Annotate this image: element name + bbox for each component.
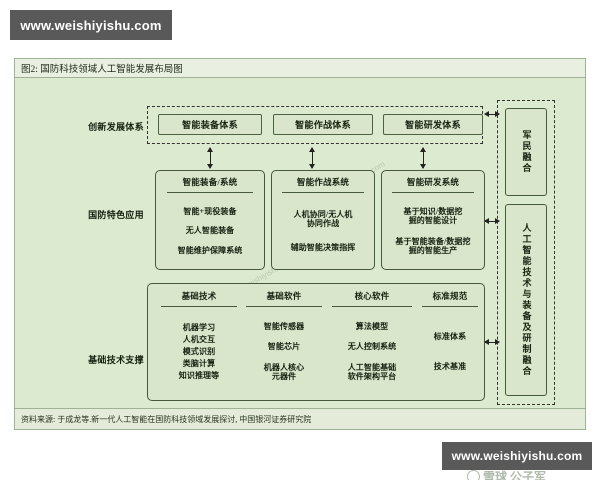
middle-card-0-item-1: 无人智能装备 (185, 226, 235, 236)
watermark-bar-bottom: www.weishiyishu.com (442, 442, 592, 470)
right-box-0[interactable]: 军民融合 (505, 108, 547, 196)
bottom-col-0-item-1: 人机交互 (182, 334, 216, 344)
bottom-col-0-item-4: 知识推理等 (178, 371, 220, 381)
middle-card-1-item-0: 人机协同/无人机协同作战 (293, 210, 353, 229)
divider (392, 192, 474, 193)
middle-card-1-title: 智能作战系统 (296, 177, 350, 187)
bottom-col-0[interactable]: 基础技术 机器学习 人机交互 模式识别 类脑计算 知识推理等 (158, 290, 240, 396)
bottom-col-0-item-0: 机器学习 (182, 322, 216, 332)
row-label-base: 基础技术支撑 (88, 355, 144, 365)
middle-card-0-item-2: 智能维护保障系统 (177, 246, 243, 256)
divider (161, 306, 237, 307)
bottom-col-1-item-0: 智能传感器 (263, 321, 305, 331)
bottom-col-2[interactable]: 核心软件 算法模型 无人控制系统 人工智能基础软件架构平台 (328, 290, 416, 396)
bottom-col-3-item-0: 标准体系 (433, 331, 467, 341)
arrow-left-right-middle (484, 218, 500, 224)
top-box-0[interactable]: 智能装备体系 (158, 114, 262, 135)
top-box-2-label: 智能研发体系 (405, 120, 461, 130)
figure-body: www.weishiyishu.com www.weishiyishu.com … (15, 78, 585, 480)
row-label-innovation: 创新发展体系 (88, 122, 144, 132)
divider (422, 306, 478, 307)
base-technology-group: 基础技术 机器学习 人机交互 模式识别 类脑计算 知识推理等 基础软件 智能传感… (147, 283, 485, 401)
bottom-col-0-item-3: 类脑计算 (182, 359, 216, 369)
arrow-up-down-2 (420, 147, 426, 169)
top-box-1[interactable]: 智能作战体系 (273, 114, 373, 135)
row-label-defense: 国防特色应用 (88, 210, 144, 220)
top-box-0-label: 智能装备体系 (182, 120, 238, 130)
middle-card-1-item-1: 辅助智能决策指挥 (290, 242, 356, 252)
divider (282, 192, 364, 193)
watermark-bar-top: www.weishiyishu.com (10, 10, 172, 40)
divider (331, 306, 413, 307)
figure-container: 图2: 国防科技领域人工智能发展布局图 www.weishiyishu.com … (14, 58, 586, 480)
circle-logo-icon (467, 470, 480, 480)
top-box-2[interactable]: 智能研发体系 (383, 114, 483, 135)
bottom-col-1-item-1: 智能芯片 (267, 342, 301, 352)
bottom-col-1[interactable]: 基础软件 智能传感器 智能芯片 机器人核心元器件 (243, 290, 325, 396)
figure-source: 资料来源: 于成龙等.新一代人工智能在国防科技领域发展探讨, 中国银河证券研究院 (15, 408, 585, 429)
middle-card-2-item-1: 基于智能装备/数据挖掘的智能生产 (395, 236, 471, 255)
bottom-col-0-title: 基础技术 (181, 291, 217, 301)
bottom-col-1-item-2: 机器人核心元器件 (263, 363, 305, 382)
divider (166, 192, 254, 193)
middle-card-0[interactable]: 智能装备/系统 智能+现役装备 无人智能装备 智能维护保障系统 (155, 170, 265, 270)
right-box-0-label: 军民融合 (521, 130, 532, 174)
middle-card-2-title: 智能研发系统 (406, 177, 460, 187)
fusion-group (497, 100, 555, 405)
middle-card-2-item-0: 基于知识/数据挖掘的智能设计 (403, 207, 463, 226)
bottom-col-2-item-0: 算法模型 (355, 321, 389, 331)
arrow-left-right-top (484, 111, 500, 117)
top-box-1-label: 智能作战体系 (295, 120, 351, 130)
arrow-up-down-1 (309, 147, 315, 169)
bottom-col-1-title: 基础软件 (266, 291, 302, 301)
figure-title: 图2: 国防科技领域人工智能发展布局图 (15, 59, 585, 78)
bottom-col-3[interactable]: 标准规范 标准体系 技术基准 (420, 290, 480, 396)
divider (246, 306, 322, 307)
bottom-col-2-item-2: 人工智能基础软件架构平台 (347, 363, 397, 382)
right-box-1[interactable]: 人工智能技术与装备及研制融合 (505, 204, 547, 396)
bottom-col-2-item-1: 无人控制系统 (347, 342, 397, 352)
bottom-col-3-title: 标准规范 (432, 291, 468, 301)
middle-card-2[interactable]: 智能研发系统 基于知识/数据挖掘的智能设计 基于智能装备/数据挖掘的智能生产 (381, 170, 485, 270)
middle-card-1[interactable]: 智能作战系统 人机协同/无人机协同作战 辅助智能决策指挥 (271, 170, 375, 270)
middle-card-0-title: 智能装备/系统 (182, 177, 238, 187)
bottom-col-3-item-1: 技术基准 (433, 362, 467, 372)
right-box-1-label: 人工智能技术与装备及研制融合 (521, 223, 532, 377)
arrow-up-down-0 (207, 147, 213, 169)
bottom-col-2-title: 核心软件 (354, 291, 390, 301)
bottom-col-0-item-2: 模式识别 (182, 346, 216, 356)
arrow-left-right-bottom (484, 339, 500, 345)
middle-card-0-item-0: 智能+现役装备 (183, 206, 237, 216)
